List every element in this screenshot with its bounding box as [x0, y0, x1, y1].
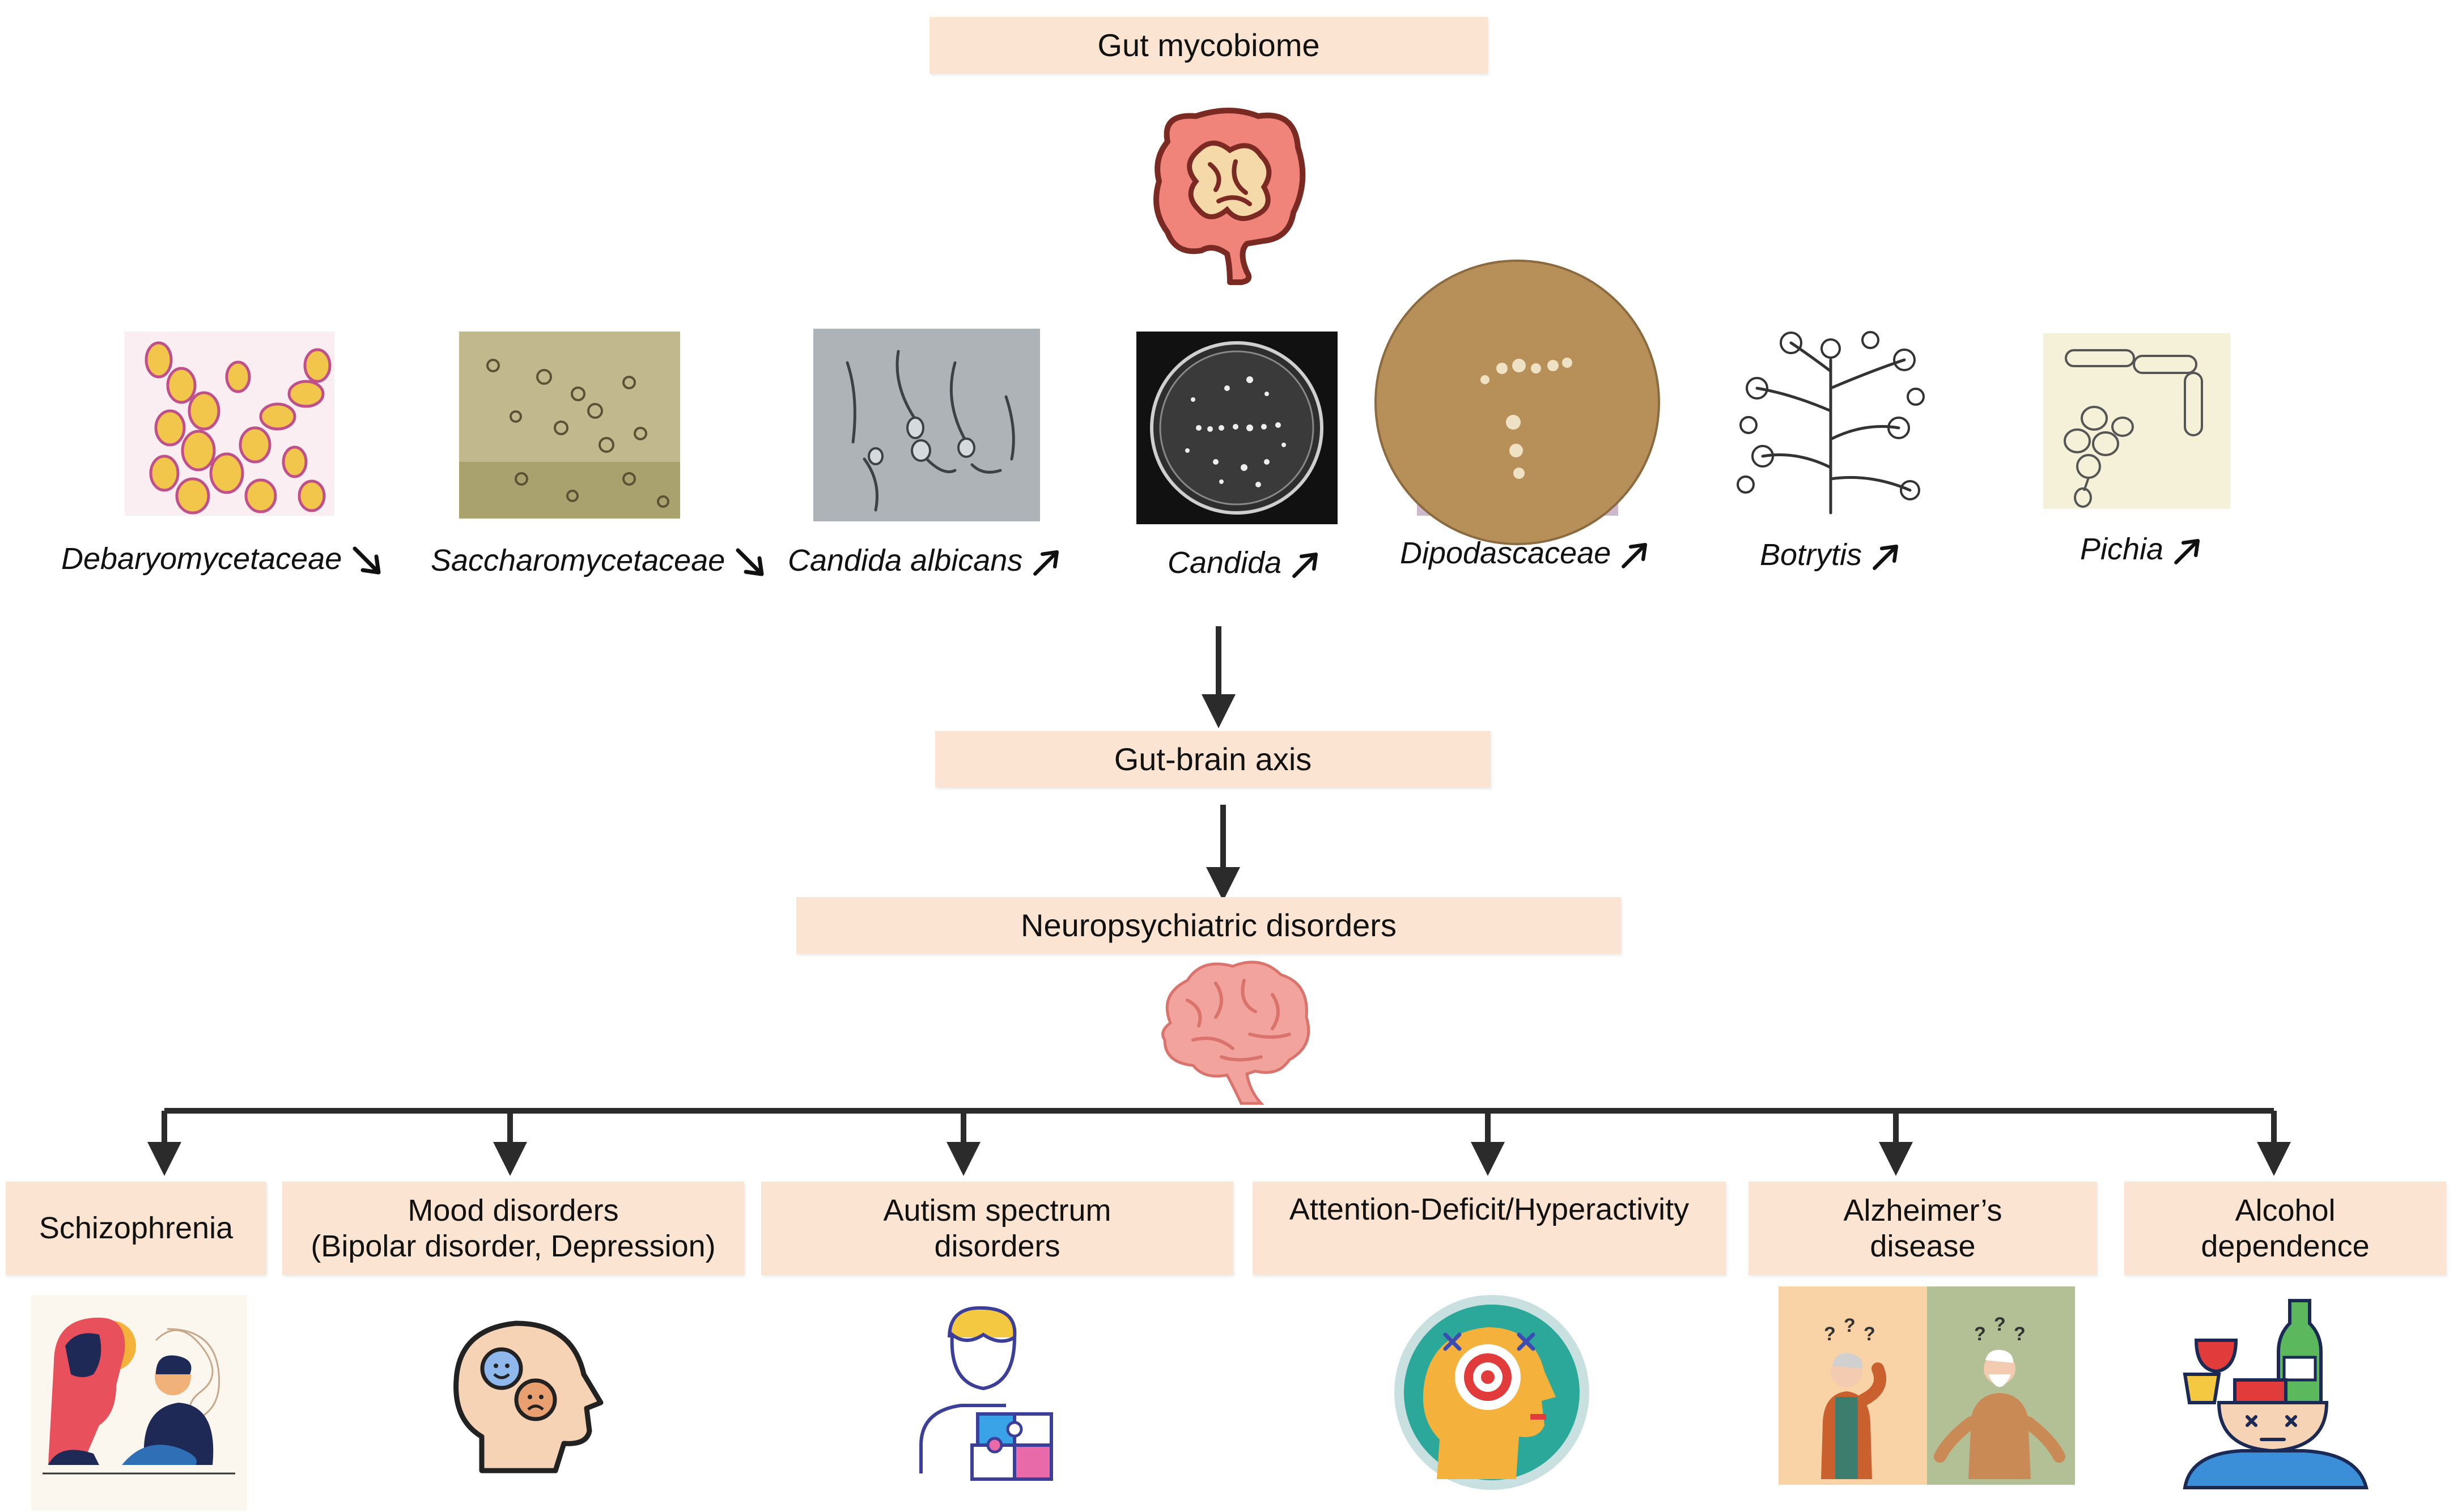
arrow-down-icon: [736, 548, 764, 576]
disorder-line1: Alzheimer’s: [1843, 1194, 2002, 1228]
budding-cells-image: [459, 332, 680, 519]
disorder-box-schizophrenia: Schizophrenia: [6, 1182, 266, 1275]
fungus-label-pichia: Pichia: [2080, 532, 2203, 567]
pichia-sketch-image: [2043, 333, 2230, 509]
gut-brain-axis-box: Gut-brain axis: [935, 731, 1491, 788]
fungus-name: Candida: [1168, 546, 1282, 580]
adhd-target-head-icon: [1394, 1295, 1589, 1490]
neuropsychiatric-disorders-label: Neuropsychiatric disorders: [1021, 907, 1397, 943]
svg-text:?: ?: [2014, 1323, 2026, 1345]
fungus-label-candida-albicans: Candida albicans: [788, 543, 1062, 578]
intestine-icon: [1153, 108, 1306, 285]
fungus-label-dipodascaceae: Dipodascaceae: [1400, 536, 1650, 571]
botrytis-sketch-image: [1729, 326, 1930, 515]
disorder-box-alzheimer: Alzheimer’s disease: [1748, 1182, 2097, 1275]
alzheimer-elderly-image: ??? ???: [1779, 1286, 2075, 1485]
yeast-cells-image: [125, 332, 334, 516]
disorder-line1: Alcohol: [2235, 1194, 2336, 1228]
brain-icon: [1161, 961, 1310, 1105]
arrow-up-icon: [2174, 539, 2200, 565]
fungus-label-saccharomycetaceae: Saccharomycetaceae: [431, 543, 767, 580]
fungus-name: Debaryomycetaceae: [61, 542, 342, 576]
fungus-name: Saccharomycetaceae: [431, 543, 725, 577]
arrow-up-icon: [1873, 545, 1899, 571]
fungus-label-debaryomycetaceae: Debaryomycetaceae: [61, 541, 384, 578]
fungus-label-candida: Candida: [1168, 545, 1321, 580]
hyphae-image: [813, 329, 1040, 521]
arrow-up-icon: [1033, 550, 1059, 576]
petri-dish-agar-image: [1374, 260, 1660, 545]
mood-head-icon: [453, 1320, 604, 1473]
fungus-name: Candida albicans: [788, 543, 1023, 577]
arrow-down-icon: [353, 546, 381, 575]
disorder-line2: disorders: [934, 1229, 1060, 1263]
svg-text:?: ?: [1994, 1314, 2006, 1335]
disorder-line1: Attention-Deficit/Hyperactivity: [1289, 1192, 1690, 1226]
neuropsychiatric-disorders-box: Neuropsychiatric disorders: [796, 897, 1621, 954]
disorder-box-mood: Mood disorders (Bipolar disorder, Depres…: [282, 1182, 744, 1275]
svg-text:?: ?: [1824, 1323, 1836, 1345]
arrow-up-icon: [1622, 543, 1648, 569]
autism-puzzle-icon: [919, 1306, 1053, 1481]
petri-dish-colonies-image: [1136, 332, 1338, 524]
gut-brain-axis-label: Gut-brain axis: [1114, 741, 1312, 777]
alcohol-head-icon: [2183, 1299, 2369, 1489]
disorder-line1: Schizophrenia: [39, 1211, 234, 1246]
svg-text:?: ?: [1864, 1323, 1875, 1345]
disorder-line1: Autism spectrum: [883, 1194, 1111, 1228]
disorder-line1: Mood disorders: [408, 1194, 619, 1228]
arrow-up-icon: [1292, 553, 1318, 579]
fungus-name: Dipodascaceae: [1400, 536, 1611, 570]
svg-text:?: ?: [1844, 1315, 1856, 1336]
fungus-label-botrytis: Botrytis: [1760, 537, 1902, 572]
svg-text:?: ?: [1974, 1323, 1986, 1345]
disorder-box-alcohol: Alcohol dependence: [2124, 1182, 2446, 1275]
schizophrenia-illustration: [31, 1295, 247, 1510]
disorder-line2: disease: [1870, 1229, 1976, 1263]
gut-mycobiome-label: Gut mycobiome: [1097, 27, 1320, 63]
disorder-box-adhd: Attention-Deficit/Hyperactivity: [1253, 1182, 1726, 1275]
fungus-name: Pichia: [2080, 532, 2164, 566]
fungus-name: Botrytis: [1760, 538, 1862, 572]
gut-mycobiome-box: Gut mycobiome: [930, 17, 1488, 74]
disorder-line2: (Bipolar disorder, Depression): [311, 1229, 716, 1263]
disorder-box-autism: Autism spectrum disorders: [761, 1182, 1233, 1275]
disorder-line2: dependence: [2201, 1229, 2370, 1263]
